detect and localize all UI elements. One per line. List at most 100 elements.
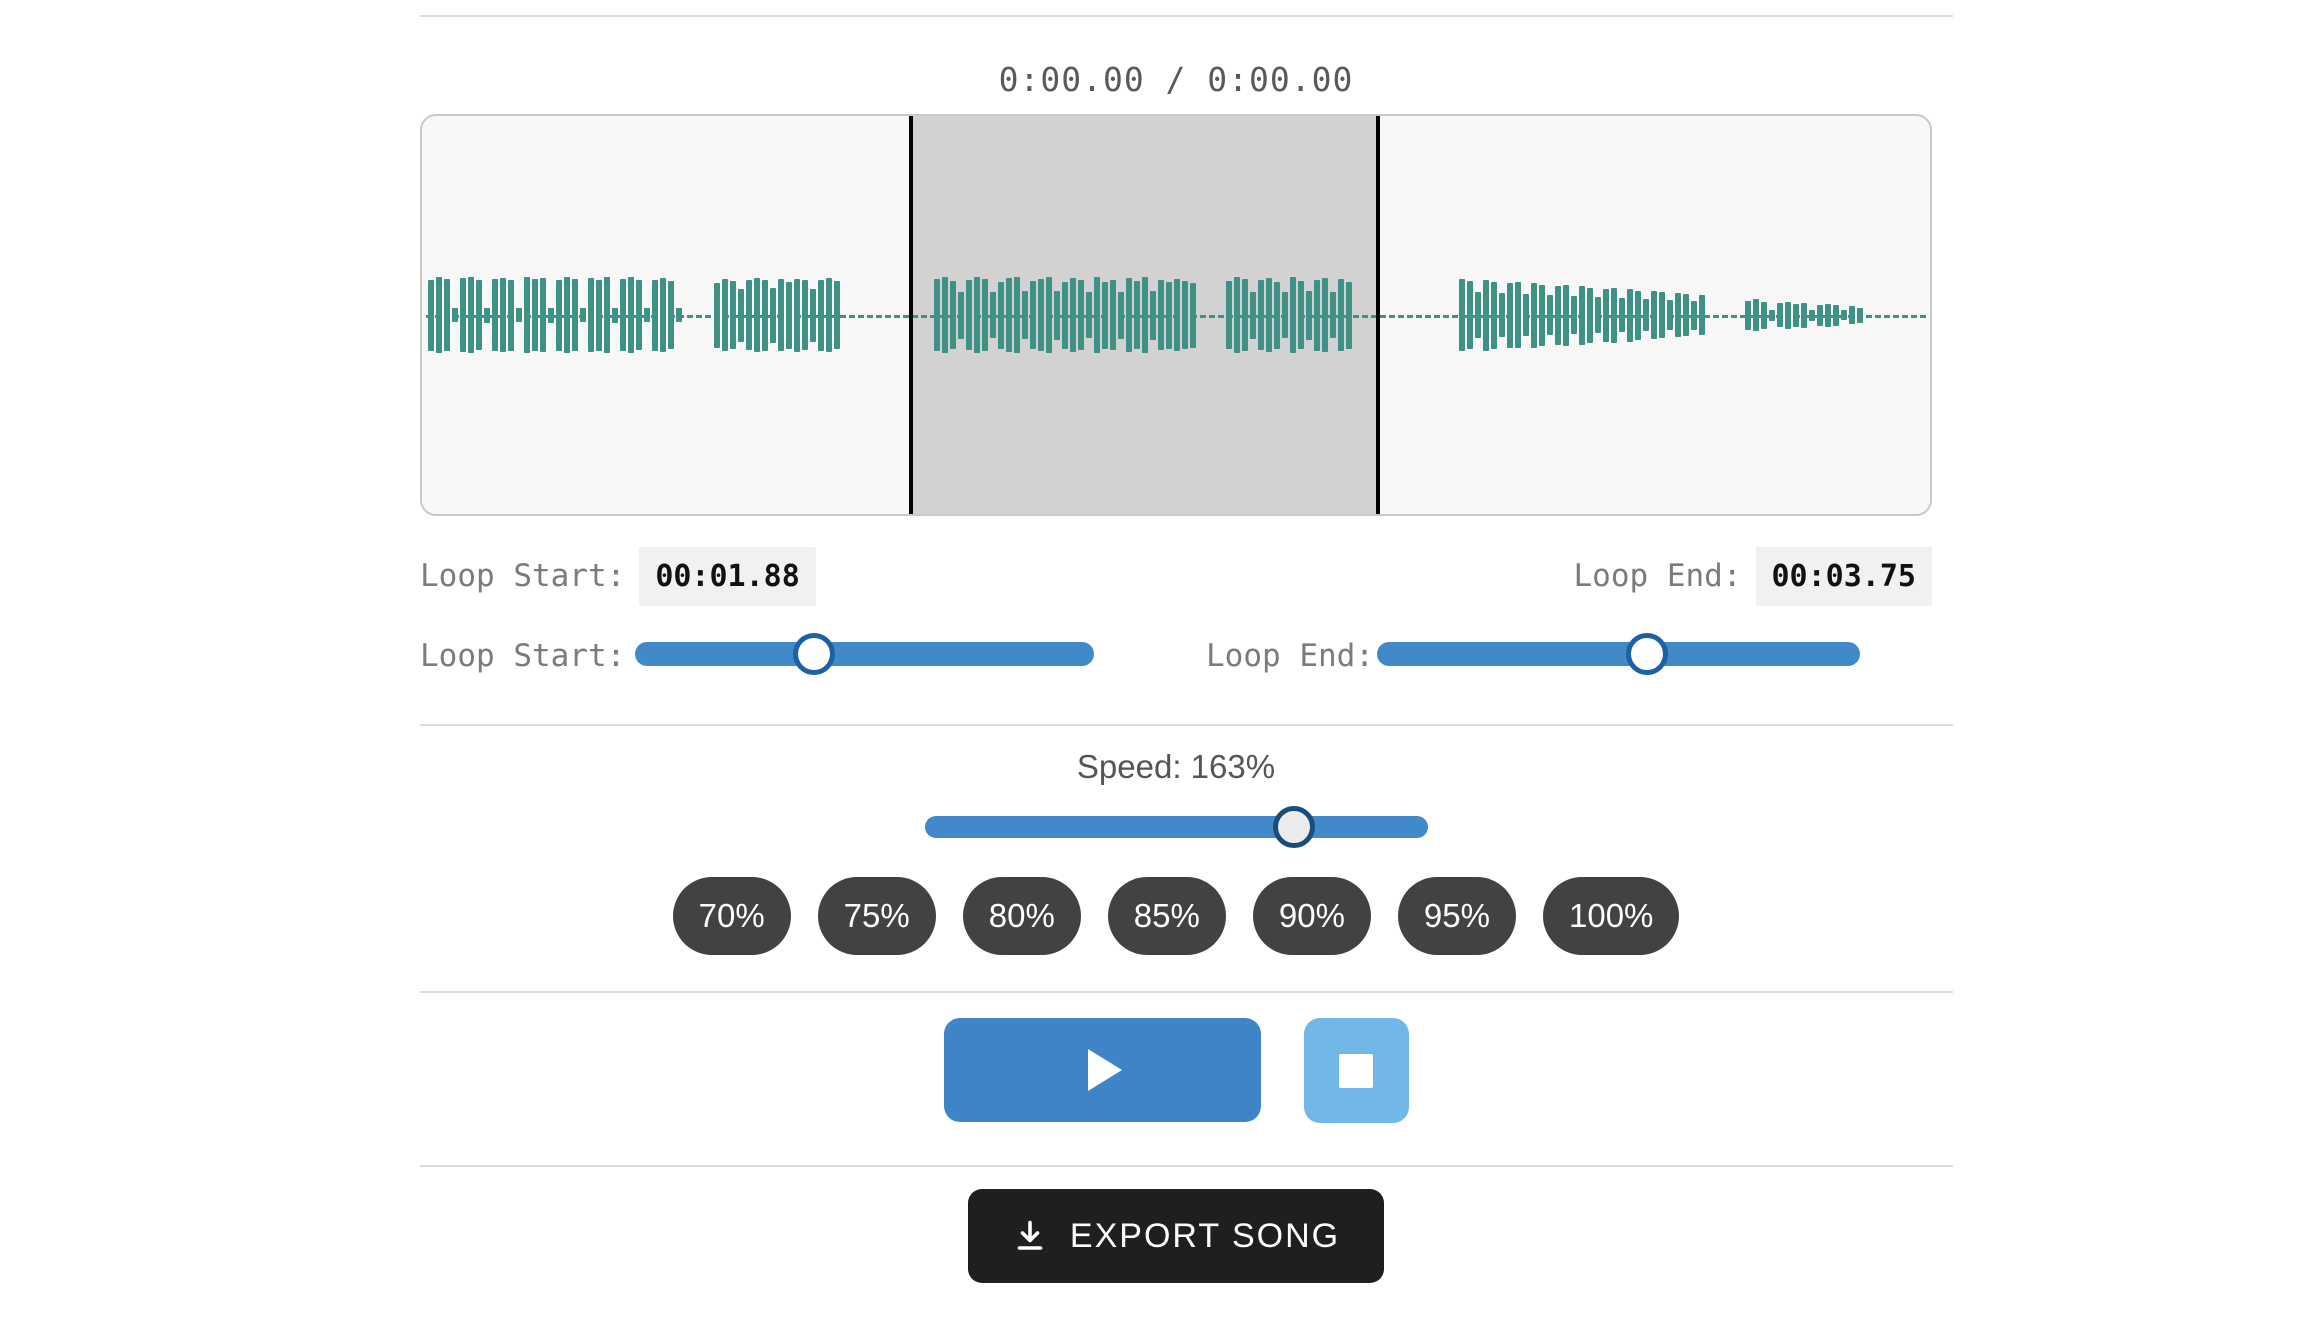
waveform-bar: [1054, 290, 1060, 340]
waveform-bar: [1817, 304, 1823, 326]
waveform-bar: [1555, 285, 1561, 345]
waveform-bar: [1699, 295, 1705, 335]
waveform-bar: [1118, 291, 1124, 339]
waveform-bar: [1046, 277, 1052, 353]
waveform-bar: [452, 308, 458, 322]
waveform-bar: [1595, 297, 1601, 333]
waveform-bar: [826, 278, 832, 352]
waveform-bar: [1833, 304, 1839, 326]
waveform-bar: [802, 280, 808, 350]
waveform-bar: [1298, 281, 1304, 349]
transport-row: [420, 1018, 1932, 1123]
waveform-bar: [532, 279, 538, 351]
waveform-bar: [1094, 277, 1100, 353]
waveform-bar: [572, 279, 578, 351]
speed-preset-row: 70% 75% 80% 85% 90% 95% 100%: [420, 877, 1932, 955]
speed-preset-button-75[interactable]: 75%: [817, 877, 936, 955]
waveform-bar: [1242, 279, 1248, 351]
waveform-bar: [818, 279, 824, 351]
loop-start-value: 00:01.88: [639, 546, 816, 606]
waveform-bar: [1022, 291, 1028, 339]
waveform-bar: [794, 278, 800, 352]
waveform-bar: [644, 308, 650, 322]
speed-preset-button-100[interactable]: 100%: [1542, 877, 1680, 955]
waveform-bar: [1603, 288, 1609, 342]
waveform-bar: [1306, 290, 1312, 340]
waveform-bar: [468, 277, 474, 353]
waveform-bar: [1491, 281, 1497, 349]
download-icon: [1017, 1220, 1043, 1250]
loop-end-slider-label: Loop End:: [1206, 638, 1374, 674]
loop-end-slider-thumb[interactable]: [1626, 633, 1669, 675]
waveform-bar: [1547, 295, 1553, 335]
speed-preset-button-80[interactable]: 80%: [962, 877, 1081, 955]
waveform-bar: [1809, 309, 1815, 321]
waveform-bar: [1483, 279, 1489, 351]
waveform-bar: [1174, 279, 1180, 351]
waveform-bar: [1290, 277, 1296, 353]
speed-preset-button-90[interactable]: 90%: [1252, 877, 1371, 955]
loop-start-slider-thumb[interactable]: [793, 633, 835, 675]
waveform-bar: [998, 281, 1004, 349]
play-button[interactable]: [943, 1018, 1261, 1122]
waveform-bar: [762, 279, 768, 351]
waveform-bar: [1190, 282, 1196, 348]
export-song-button[interactable]: EXPORT SONG: [967, 1189, 1385, 1283]
waveform-bar: [1611, 287, 1617, 343]
waveform-bar: [1587, 287, 1593, 343]
waveform-bar: [500, 278, 506, 352]
waveform-bar: [1849, 306, 1855, 324]
waveform-bar: [436, 277, 442, 353]
waveform-bar: [1571, 296, 1577, 334]
waveform-bar: [604, 277, 610, 353]
loop-sliders-row: Loop Start: Loop End:: [420, 626, 1932, 682]
waveform-bar: [1675, 293, 1681, 337]
waveform-bar: [556, 279, 562, 351]
loop-start-marker[interactable]: [908, 116, 913, 514]
waveform-bar: [484, 307, 490, 323]
loop-end-marker[interactable]: [1376, 116, 1381, 514]
waveform-bar: [1314, 279, 1320, 351]
speed-preset-button-85[interactable]: 85%: [1107, 877, 1226, 955]
loop-end-value: 00:03.75: [1755, 546, 1932, 606]
waveform-bar: [1769, 309, 1775, 321]
waveform-bar: [460, 278, 466, 352]
speed-preset-button-70[interactable]: 70%: [672, 877, 791, 955]
waveform-bar: [492, 279, 498, 351]
waveform-bar: [958, 291, 964, 339]
speed-preset-button-95[interactable]: 95%: [1397, 877, 1516, 955]
waveform-bar: [1515, 282, 1521, 348]
stop-button[interactable]: [1303, 1018, 1409, 1123]
loop-start-slider[interactable]: [635, 633, 1094, 675]
waveform-bar: [1579, 285, 1585, 345]
waveform-bar: [1659, 292, 1665, 338]
waveform-bar: [1761, 301, 1767, 329]
waveform-bar: [1499, 293, 1505, 337]
waveform-bar: [612, 307, 618, 323]
waveform-bar: [1745, 300, 1751, 330]
waveform-bar: [1691, 300, 1697, 330]
waveform-bar: [1086, 292, 1092, 338]
waveform-bar: [1651, 291, 1657, 339]
waveform-container[interactable]: [420, 114, 1932, 516]
waveform-bar: [1785, 301, 1791, 329]
speed-slider-row: [420, 804, 1932, 850]
speed-slider-thumb[interactable]: [1273, 806, 1316, 848]
waveform-bar: [524, 277, 530, 353]
speed-slider[interactable]: [925, 806, 1428, 848]
waveform-bar: [1635, 290, 1641, 340]
loop-start-value-label: Loop Start:: [420, 558, 626, 594]
waveform-bar: [722, 279, 728, 351]
waveform-bar: [982, 279, 988, 351]
waveform-bar: [580, 308, 586, 322]
waveform-bar: [1475, 292, 1481, 338]
waveform-bar: [1226, 281, 1232, 349]
waveform-bar: [950, 281, 956, 349]
waveform-bars: [422, 116, 1930, 514]
waveform-bar: [1683, 294, 1689, 336]
stop-icon: [1339, 1053, 1373, 1088]
top-divider: [420, 15, 1953, 17]
loop-end-slider[interactable]: [1377, 633, 1860, 675]
transport-section-divider: [420, 991, 1953, 993]
waveform-bar: [1158, 280, 1164, 350]
